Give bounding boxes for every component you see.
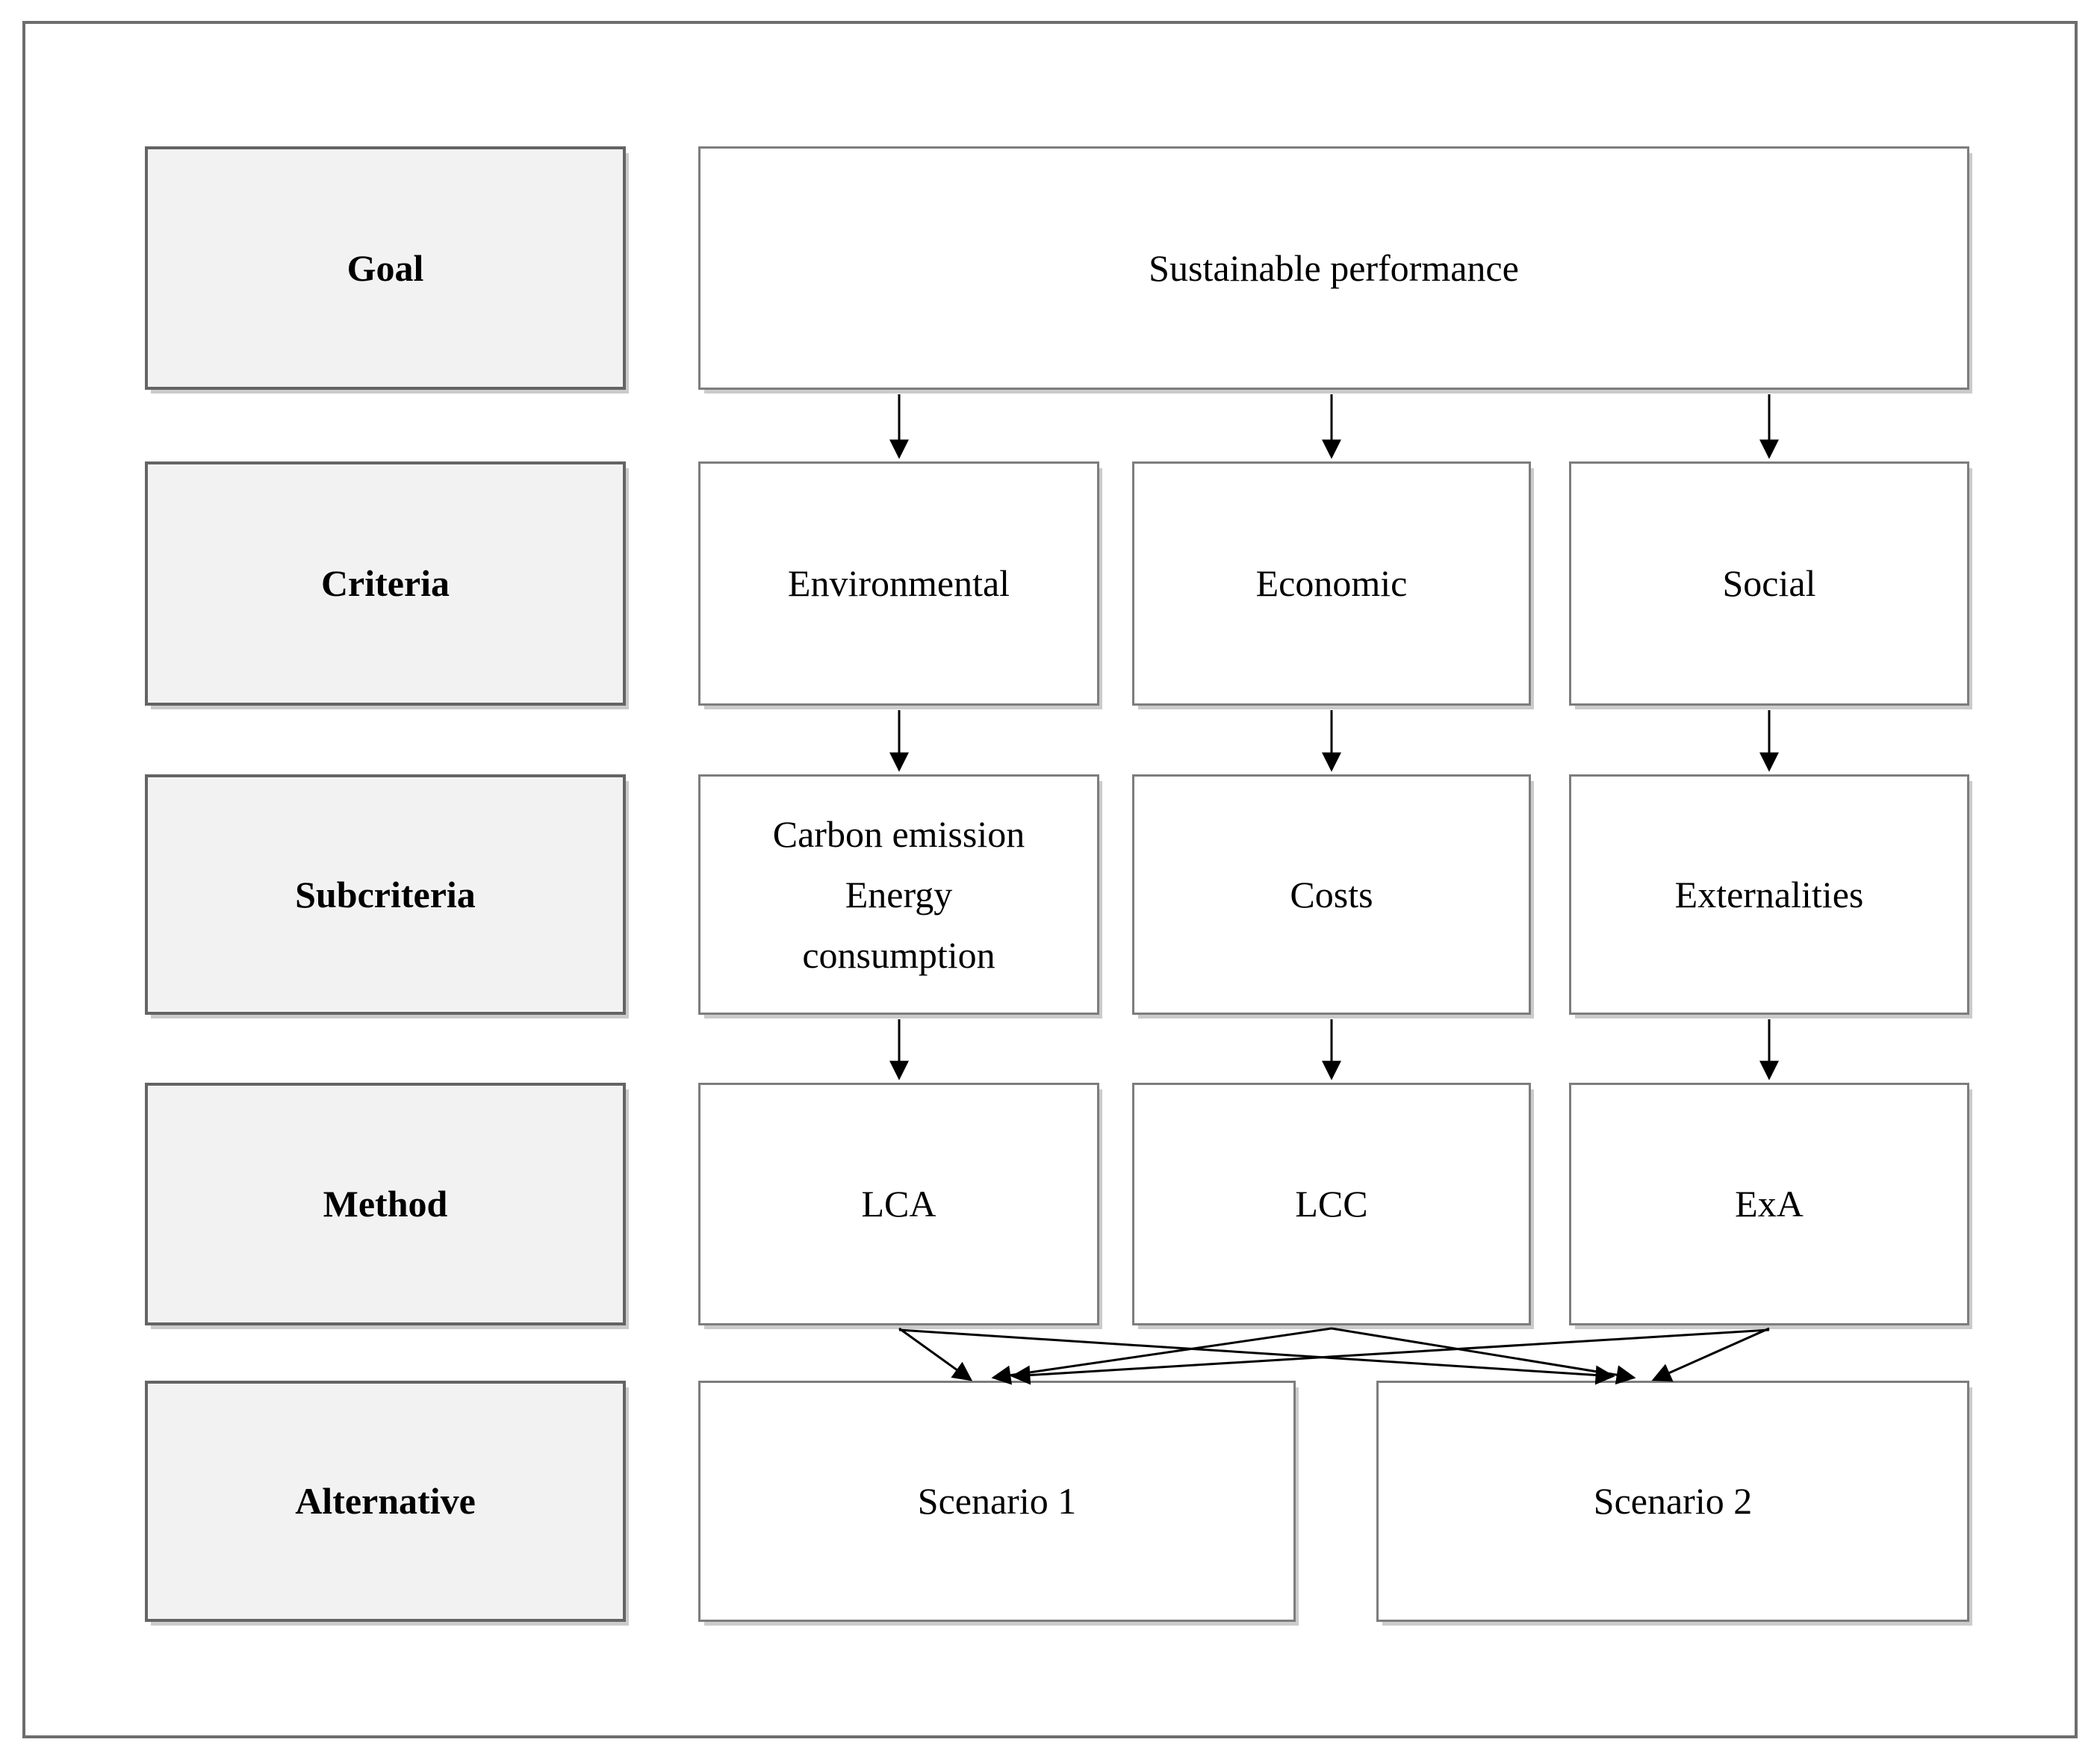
- node-carbon-emission-energy-consumption-text: Carbon emission Energy consumption: [772, 812, 1025, 976]
- node-lca: LCA: [698, 1083, 1099, 1325]
- row-label-alternative-text: Alternative: [295, 1480, 476, 1523]
- node-sustainable-performance-text: Sustainable performance: [1149, 246, 1519, 289]
- node-scenario-1-text: Scenario 1: [917, 1480, 1077, 1523]
- node-environmental: Environmental: [698, 461, 1099, 706]
- node-externalities: Externalities: [1569, 774, 1969, 1015]
- row-label-method: Method: [145, 1083, 626, 1325]
- node-costs: Costs: [1132, 774, 1531, 1015]
- node-exa-text: ExA: [1735, 1183, 1804, 1225]
- row-label-goal: Goal: [145, 146, 626, 390]
- node-lca-text: LCA: [861, 1183, 936, 1225]
- node-social-text: Social: [1722, 562, 1816, 605]
- node-costs-text: Costs: [1290, 873, 1373, 915]
- node-sustainable-performance: Sustainable performance: [698, 146, 1969, 390]
- node-social: Social: [1569, 461, 1969, 706]
- row-label-criteria: Criteria: [145, 461, 626, 706]
- row-label-subcriteria: Subcriteria: [145, 774, 626, 1015]
- node-economic-text: Economic: [1255, 562, 1408, 605]
- row-label-criteria-text: Criteria: [320, 562, 450, 605]
- node-scenario-2: Scenario 2: [1376, 1381, 1969, 1622]
- node-lcc: LCC: [1132, 1083, 1531, 1325]
- row-label-goal-text: Goal: [347, 246, 424, 289]
- row-label-method-text: Method: [323, 1183, 448, 1225]
- node-economic: Economic: [1132, 461, 1531, 706]
- node-lcc-text: LCC: [1295, 1183, 1368, 1225]
- node-exa: ExA: [1569, 1083, 1969, 1325]
- node-scenario-2-text: Scenario 2: [1593, 1480, 1753, 1523]
- node-externalities-text: Externalities: [1674, 873, 1864, 915]
- row-label-alternative: Alternative: [145, 1381, 626, 1622]
- node-scenario-1: Scenario 1: [698, 1381, 1296, 1622]
- node-carbon-emission-energy-consumption: Carbon emission Energy consumption: [698, 774, 1099, 1015]
- node-environmental-text: Environmental: [787, 562, 1010, 605]
- row-label-subcriteria-text: Subcriteria: [295, 873, 476, 915]
